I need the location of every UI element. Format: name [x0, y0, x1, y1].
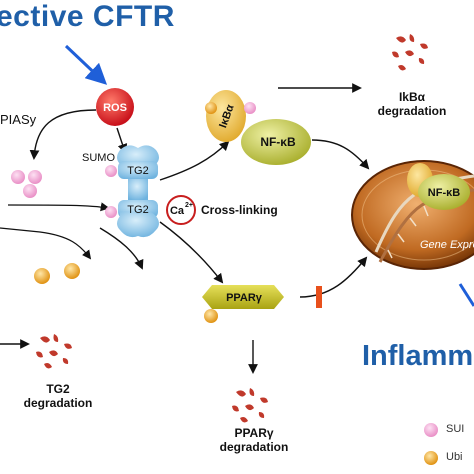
tg2-to-ppar-arrow	[159, 221, 224, 284]
ppar-label: PPARγ	[226, 292, 263, 304]
tg2-degradation-subtitle: degradation	[23, 396, 93, 410]
tg2-label-top: TG2	[127, 165, 148, 177]
ikba-degradation-title: IkBα	[398, 90, 426, 104]
piasy-label: PIASy	[0, 112, 37, 127]
nucleus-nfkb-label: NF-κB	[428, 187, 460, 199]
legend-sumo-swatch	[424, 423, 438, 437]
heading-inflammation: Inflamm	[362, 340, 474, 372]
legend-ubi-swatch	[424, 451, 438, 465]
tg2-dimer: TG2 TG2	[117, 145, 159, 238]
ikba-nfkb-complex: IκBα NF-κB	[205, 90, 311, 165]
gene-expression-label: Gene Expression	[420, 239, 474, 251]
calcium-node: Ca 2+	[166, 195, 196, 225]
sumo-cluster	[11, 170, 42, 198]
nucleus-to-inflammation-arrow	[458, 283, 474, 307]
ppar-node: PPARγ	[202, 285, 284, 323]
tg2-degradation-title: TG2	[46, 382, 70, 396]
legend-sumo-label: SUI	[446, 423, 465, 435]
sumo-label: SUMO	[82, 152, 115, 164]
sumo-to-tg2-arrow	[7, 202, 110, 212]
nfkb-to-nucleus-arrow	[311, 139, 370, 170]
ros-node: ROS	[96, 88, 134, 126]
nucleus: NF-κB Gene Expression	[351, 160, 474, 270]
heading-defective-cftr: ective CFTR	[0, 0, 175, 33]
tg2-to-ubi-arrow	[99, 227, 144, 270]
tg2-degradation-fragments	[36, 334, 72, 369]
inhibition-bar	[316, 286, 322, 308]
sumo-bound-top	[105, 165, 117, 177]
ubiquitin-free-1	[34, 268, 50, 284]
ikba-degradation-fragments	[392, 34, 428, 71]
tg2-to-ikba-arrow	[159, 140, 230, 181]
ros-to-sumo-arrow	[29, 109, 97, 160]
ubi-arrow	[0, 227, 92, 260]
legend-ubi-label: Ubi	[446, 451, 463, 463]
ppar-to-nucleus-arrow	[299, 256, 368, 298]
ppar-degradation-title: PPARγ	[234, 426, 274, 440]
tg2-label-bottom: TG2	[127, 204, 148, 216]
ubiquitin-free-2	[64, 263, 80, 279]
cftr-to-ros-arrow	[64, 44, 108, 85]
nfkb-label: NF-κB	[260, 135, 296, 149]
ca-superscript: 2+	[185, 202, 193, 209]
cross-linking-label: Cross-linking	[201, 203, 278, 217]
ppar-degradation-fragments	[232, 388, 268, 423]
ros-label: ROS	[103, 102, 127, 114]
ca-label: Ca	[170, 205, 185, 217]
sumo-bound-bottom	[105, 206, 117, 218]
ppar-degradation-subtitle: degradation	[219, 440, 289, 454]
ikba-degradation-subtitle: degradation	[377, 104, 447, 118]
